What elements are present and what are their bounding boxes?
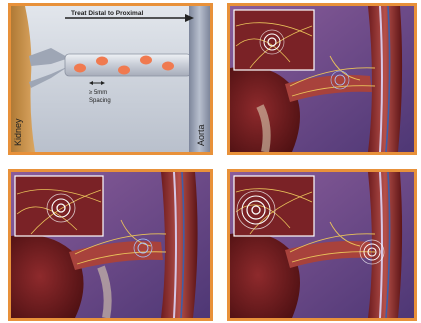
- lesion-marker: [96, 57, 108, 66]
- aorta-shape: [368, 6, 402, 152]
- arrow-label: Treat Distal to Proximal: [71, 10, 143, 17]
- schematic-diagram: Treat Distal to Proximal ≥ 5mm Spacing K…: [11, 6, 210, 152]
- zoom-inset: [15, 176, 103, 236]
- lesion-marker: [118, 66, 130, 75]
- schematic-panel: Treat Distal to Proximal ≥ 5mm Spacing K…: [8, 3, 213, 155]
- spacing-label: Spacing: [89, 98, 111, 104]
- anatomy-illustration: [11, 172, 210, 318]
- ablation-panel-step-1: [227, 3, 417, 155]
- lesion-marker: [74, 64, 86, 73]
- ablation-panel-step-2: [8, 169, 213, 321]
- kidney-label: Kidney: [13, 118, 23, 146]
- aorta-shape: [161, 172, 198, 318]
- lesion-marker: [162, 62, 174, 71]
- anatomy-illustration: [230, 172, 414, 318]
- anatomy-illustration: [230, 6, 414, 152]
- spacing-value: ≥ 5mm: [89, 90, 107, 96]
- lesion-marker: [140, 56, 152, 65]
- aorta-label: Aorta: [196, 124, 206, 146]
- aorta-shape: [368, 172, 402, 318]
- ablation-panel-step-3: [227, 169, 417, 321]
